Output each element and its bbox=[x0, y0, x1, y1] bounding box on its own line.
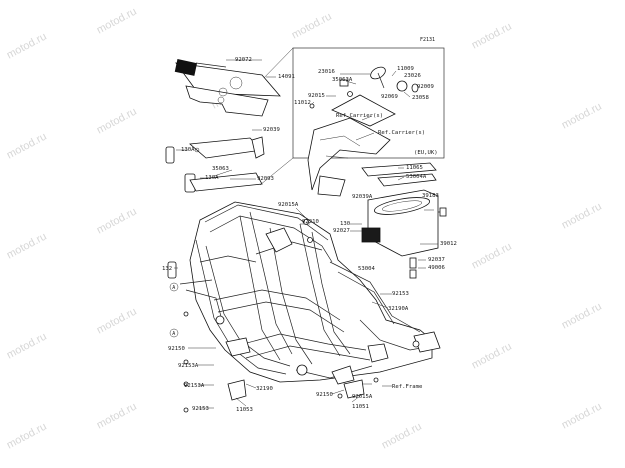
callout: 92015A bbox=[278, 202, 299, 208]
callout: 92153A bbox=[178, 363, 199, 369]
callout: 92039 bbox=[263, 127, 280, 133]
callout: 92150 bbox=[168, 346, 185, 352]
callout: 11065 bbox=[406, 165, 423, 171]
callout: 53004 bbox=[358, 266, 375, 272]
callout: 32190 bbox=[256, 386, 273, 392]
carrier-detail bbox=[307, 66, 419, 197]
callout: 23058 bbox=[412, 95, 429, 101]
callout: 92015 bbox=[308, 93, 325, 99]
callout: 92027 bbox=[333, 228, 350, 234]
callout: 53004A bbox=[406, 174, 427, 180]
callout: 92069 bbox=[381, 94, 398, 100]
callout: 92015A bbox=[352, 394, 373, 400]
callout: 49006 bbox=[428, 265, 445, 271]
callout: 92210 bbox=[302, 219, 319, 225]
svg-text:A: A bbox=[172, 285, 175, 291]
callout: 11053 bbox=[236, 407, 253, 413]
callout: 35063A bbox=[332, 77, 353, 83]
side-brackets bbox=[165, 146, 263, 279]
ref-label: Ref.Carrier(s) bbox=[378, 130, 425, 136]
callout: 130 bbox=[340, 221, 350, 227]
callout: 23016 bbox=[318, 69, 335, 75]
main-frame bbox=[179, 201, 441, 385]
callout: 35063 bbox=[212, 166, 229, 172]
callout: 92009 bbox=[417, 84, 434, 90]
license-plate-holder bbox=[174, 59, 281, 117]
callout: 23026 bbox=[404, 73, 421, 79]
battery-case bbox=[361, 189, 447, 279]
callout: 32190A bbox=[388, 306, 409, 312]
ref-label: Ref.Carrier(s) bbox=[336, 113, 383, 119]
lower-brackets bbox=[183, 219, 379, 413]
callout: Ref.Frame bbox=[392, 384, 423, 390]
callout: 39012 bbox=[440, 241, 457, 247]
callout: 11012 bbox=[294, 100, 311, 106]
callout: 14091 bbox=[278, 74, 295, 80]
callout: 92153 bbox=[392, 291, 409, 297]
callout: 39183 bbox=[422, 193, 439, 199]
callout: 130A bbox=[181, 147, 195, 153]
callout: 92153 bbox=[192, 406, 209, 412]
callout: 130A bbox=[205, 175, 219, 181]
callout: 11009 bbox=[397, 66, 414, 72]
leader-lines bbox=[174, 59, 438, 409]
callout: 11051 bbox=[352, 404, 369, 410]
rack-bracket bbox=[189, 136, 265, 159]
callout: 132 bbox=[162, 266, 172, 272]
inset-box bbox=[292, 47, 445, 159]
ref-marker-a: A bbox=[169, 282, 179, 292]
flap bbox=[361, 162, 437, 177]
figure-code: F2131 bbox=[420, 37, 435, 43]
callout: 92093 bbox=[257, 176, 274, 182]
callout: 92039A bbox=[352, 194, 373, 200]
ref-marker-a: A bbox=[169, 328, 179, 338]
svg-text:A: A bbox=[172, 331, 175, 337]
callout: 92150 bbox=[316, 392, 333, 398]
callout: 92037 bbox=[428, 257, 445, 263]
callout: 92153A bbox=[184, 383, 205, 389]
callout: 92072 bbox=[235, 57, 252, 63]
region-note: (EU,UK) bbox=[414, 150, 438, 156]
